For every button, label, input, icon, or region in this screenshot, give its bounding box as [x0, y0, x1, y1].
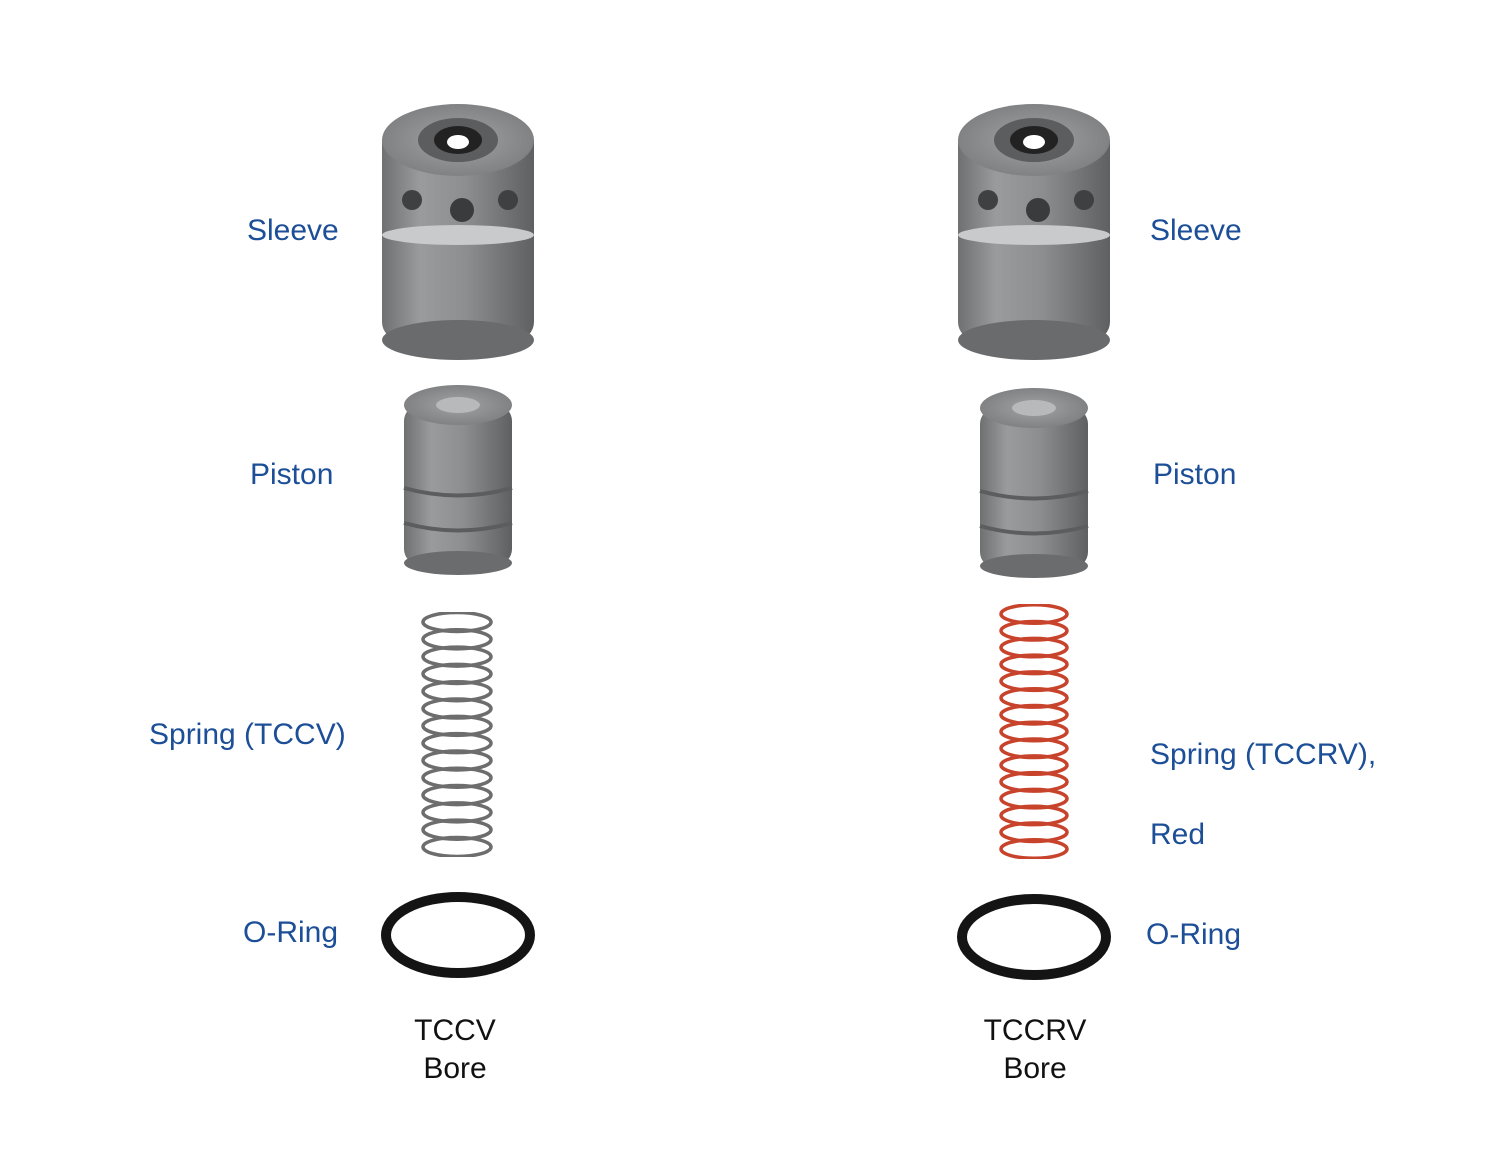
- piston-left-label: Piston: [250, 458, 334, 491]
- tccrv-bore-caption: TCCRV Bore: [935, 1012, 1135, 1088]
- sleeve-left-label: Sleeve: [247, 214, 339, 247]
- caption-line-2: Bore: [423, 1052, 487, 1085]
- sleeve-right-image: [958, 104, 1110, 360]
- spring-tccv-left-image: [421, 612, 493, 857]
- caption-line-1: TCCV: [414, 1014, 496, 1047]
- spring-right-label-line-1: Spring (TCCRV),: [1150, 738, 1377, 771]
- tccv-bore-caption: TCCV Bore: [355, 1012, 555, 1088]
- spring-coil: [421, 835, 493, 857]
- oring-right-label: O-Ring: [1146, 918, 1242, 951]
- piston-right-label: Piston: [1153, 458, 1237, 491]
- caption-line-1: TCCRV: [983, 1014, 1087, 1047]
- piston-left-image: [403, 385, 513, 575]
- spring-tccrv-right-image: [999, 604, 1069, 859]
- sleeve-left-image: [382, 104, 534, 360]
- sleeve-right-label: Sleeve: [1150, 214, 1242, 247]
- oring-right-image: [957, 894, 1111, 980]
- piston-right-image: [979, 388, 1089, 578]
- spring-right-label: Spring (TCCRV), Red: [1150, 695, 1376, 895]
- oring-left-label: O-Ring: [243, 916, 339, 949]
- spring-coil: [999, 838, 1069, 859]
- oring-left-image: [381, 892, 535, 978]
- caption-line-2: Bore: [1003, 1052, 1067, 1085]
- spring-right-label-line-2: Red: [1150, 818, 1206, 851]
- spring-left-label: Spring (TCCV): [149, 718, 346, 751]
